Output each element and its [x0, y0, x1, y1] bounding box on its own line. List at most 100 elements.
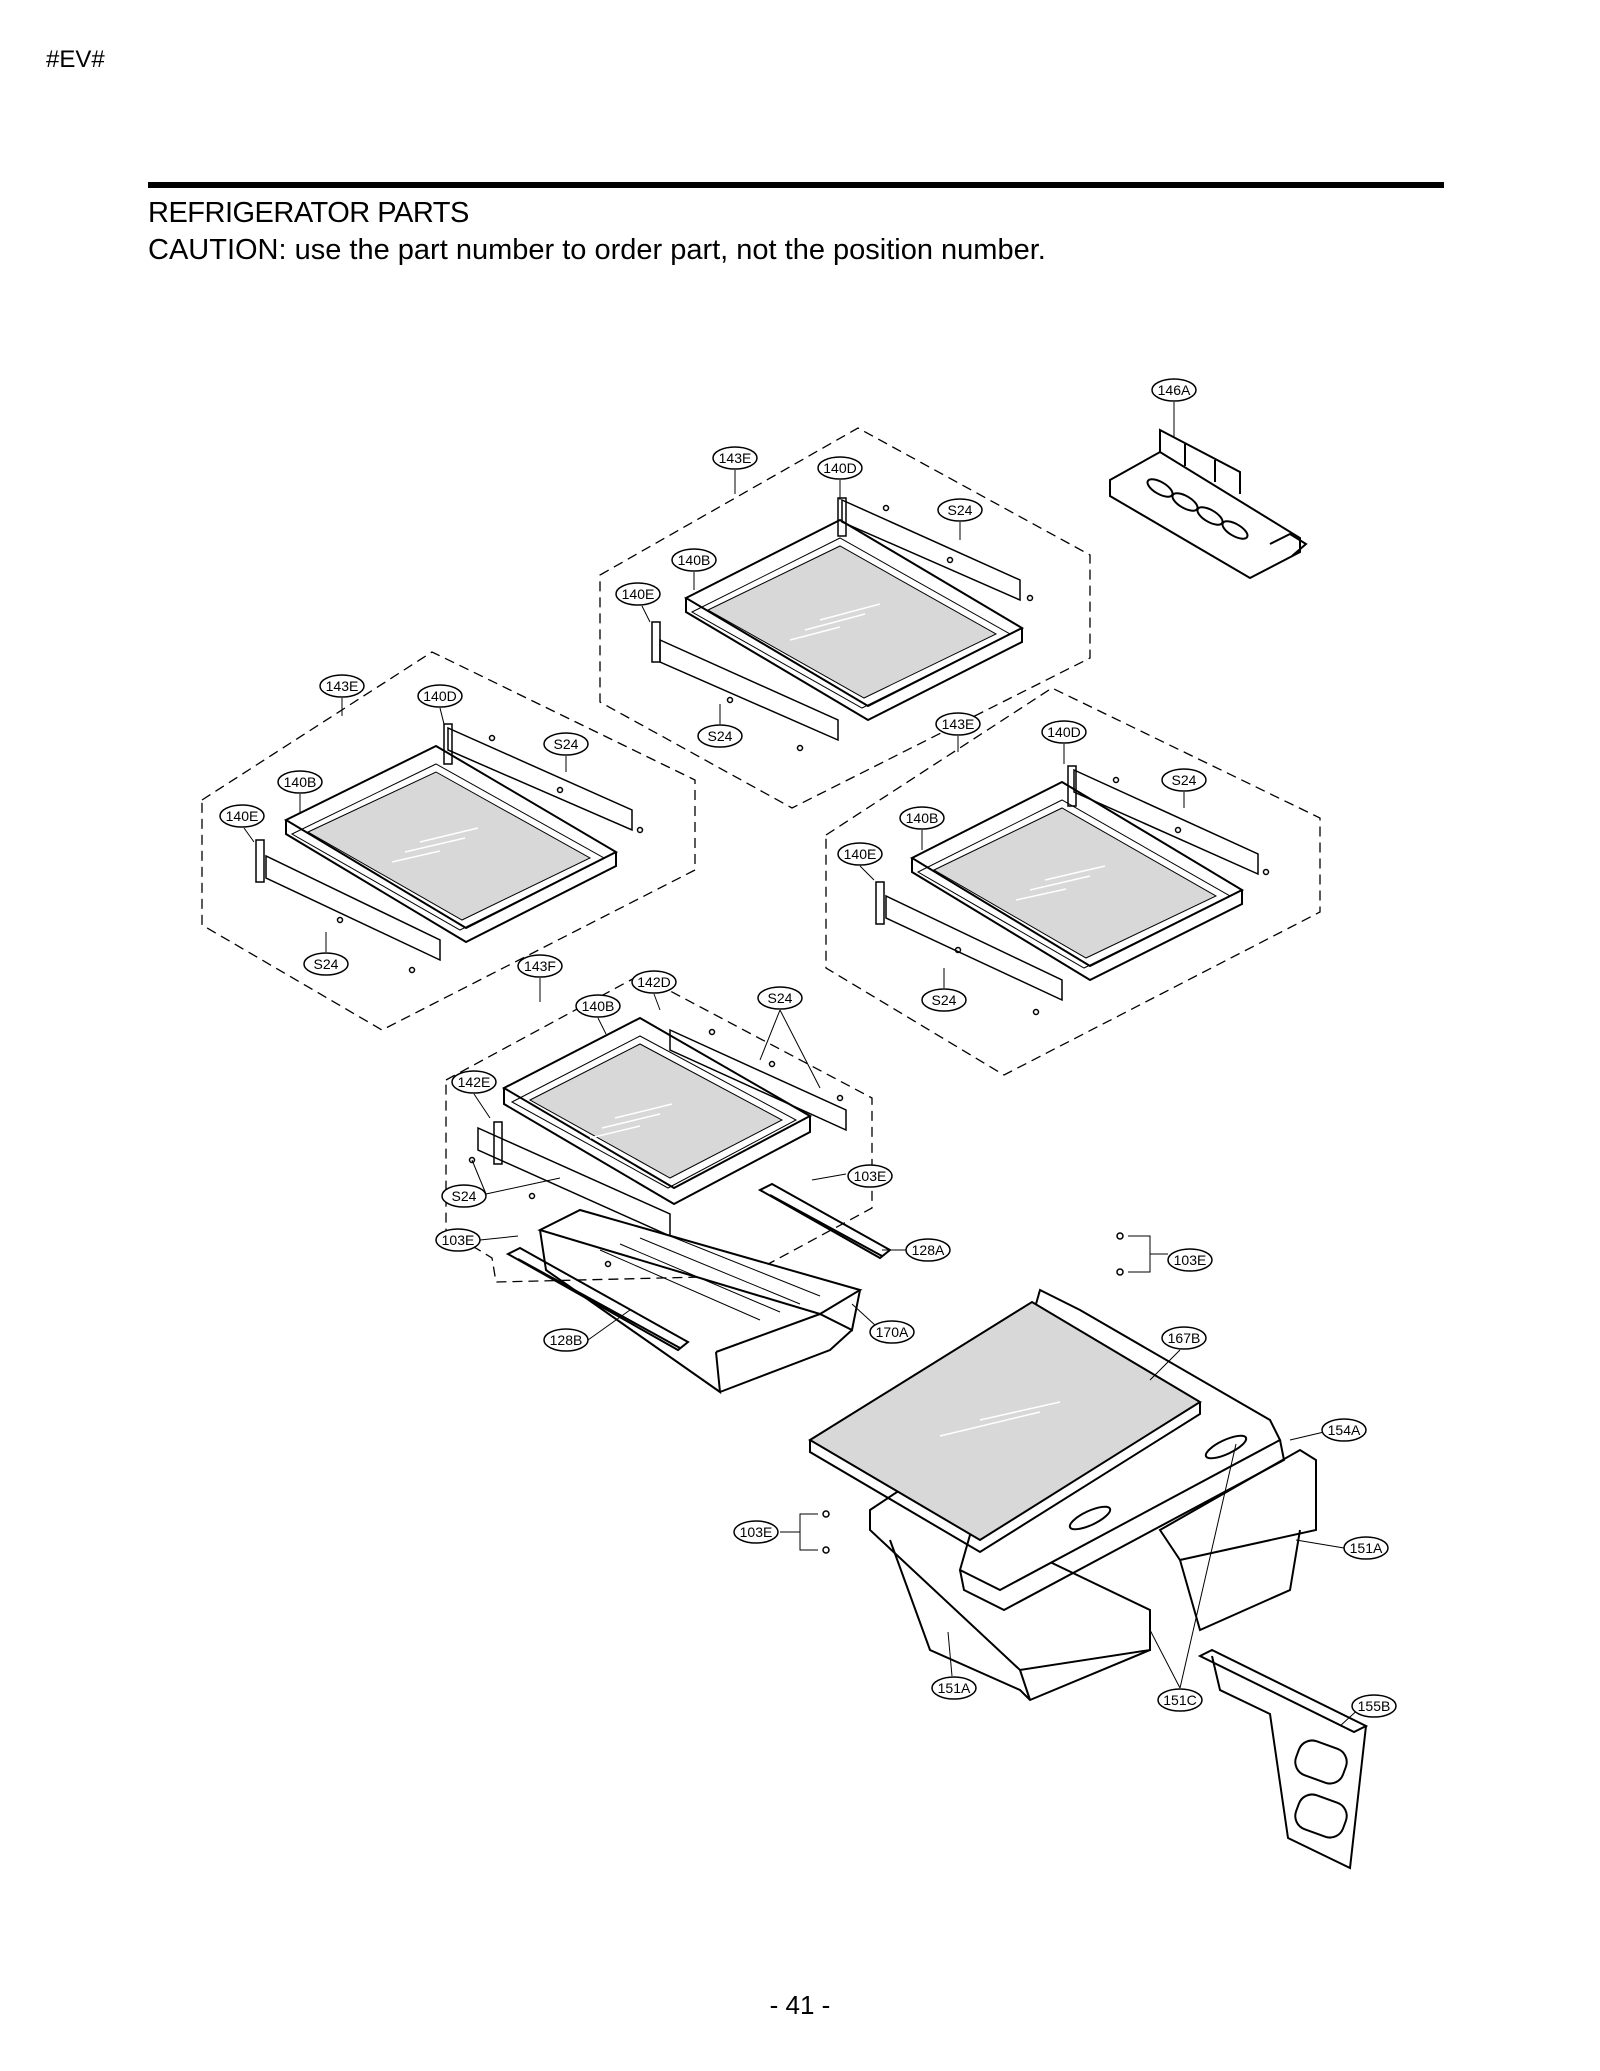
shelf-assembly-top: [599, 427, 1091, 809]
callout-155B: 155B: [1351, 1694, 1397, 1718]
drawer-assembly: [445, 974, 892, 1395]
bracket-left-top: [651, 621, 839, 752]
callout-140D-top: 140D: [817, 456, 863, 480]
callout-143E-top: 143E: [712, 446, 758, 470]
callout-label: 140D: [823, 460, 856, 476]
callout-140E-right: 140E: [837, 842, 883, 866]
callout-label: 140B: [906, 810, 939, 826]
caution-text: CAUTION: use the part number to order pa…: [148, 234, 1046, 266]
callout-140E-top: 140E: [615, 582, 661, 606]
callout-S24-drawer-right: S24: [757, 986, 803, 1010]
callout-label: 143E: [719, 450, 752, 466]
callout-154A: 154A: [1321, 1418, 1367, 1442]
callout-label: 128A: [912, 1242, 945, 1258]
callout-label: 143E: [942, 716, 975, 732]
callout-label: 140B: [284, 774, 317, 790]
callout-140D-right: 140D: [1041, 720, 1087, 744]
glass-shelf-top: [683, 518, 1025, 722]
callout-label: S24: [1172, 772, 1197, 788]
callout-103E-drawer-left: 103E: [435, 1228, 481, 1252]
callout-label: 142E: [458, 1074, 491, 1090]
shelf-assembly-right: [825, 687, 1321, 1076]
callout-128B: 128B: [543, 1328, 589, 1352]
divider-part: [1197, 1648, 1369, 1870]
callout-170A: 170A: [869, 1320, 915, 1344]
callout-label: 140E: [844, 846, 877, 862]
assembly-frame-right: [825, 687, 1321, 1076]
bracket-right-drawer: [669, 1028, 847, 1132]
glass-shelf-drawer: [501, 1016, 813, 1206]
callout-label: 140E: [226, 808, 259, 824]
callout-label: 103E: [442, 1232, 475, 1248]
callout-label: 140E: [622, 586, 655, 602]
callout-label: 103E: [1174, 1252, 1207, 1268]
callout-label: 103E: [854, 1168, 887, 1184]
callout-140B-right: 140B: [899, 806, 945, 830]
callout-S24-right-right: S24: [1161, 768, 1207, 792]
callout-label: S24: [452, 1188, 477, 1204]
callout-128A: 128A: [905, 1238, 951, 1262]
callout-label: 143F: [524, 958, 556, 974]
callout-143F: 143F: [517, 954, 563, 978]
page-title: REFRIGERATOR PARTS: [148, 197, 469, 229]
callout-label: S24: [932, 992, 957, 1008]
crisper-screws: [822, 1232, 1124, 1554]
callout-142D: 142D: [631, 970, 677, 994]
title-rule: [148, 182, 1444, 188]
bracket-left-left: [255, 839, 441, 974]
callout-S24-top-right: S24: [937, 498, 983, 522]
callout-S24-left-left: S24: [303, 952, 349, 976]
callout-label: 128B: [550, 1332, 583, 1348]
callout-146A: 146A: [1151, 378, 1197, 402]
callout-103E-crisper-top: 103E: [1167, 1248, 1213, 1272]
callout-140B-top: 140B: [671, 548, 717, 572]
callout-label: S24: [554, 736, 579, 752]
bracket-right-top: [837, 497, 1034, 602]
assembly-frame-left: [201, 651, 696, 1031]
callout-label: 151C: [1163, 1692, 1196, 1708]
callout-label: 170A: [876, 1324, 909, 1340]
bracket-left-right: [875, 881, 1063, 1016]
leader-lines: [243, 402, 1363, 1727]
callout-label: S24: [768, 990, 793, 1006]
callout-label: 140B: [582, 998, 615, 1014]
callout-S24-drawer-left: S24: [441, 1184, 487, 1208]
callout-label: 151A: [938, 1680, 971, 1696]
callout-label: 167B: [1168, 1330, 1201, 1346]
callout-151A-left: 151A: [931, 1676, 977, 1700]
callout-label: S24: [948, 502, 973, 518]
holder-part: [1109, 428, 1308, 580]
callout-151C: 151C: [1157, 1688, 1203, 1712]
bracket-right-right: [1067, 765, 1270, 876]
glass-shelf-right: [909, 780, 1245, 982]
callout-label: 103E: [740, 1524, 773, 1540]
callout-label: 151A: [1350, 1540, 1383, 1556]
callout-103E-drawer-right: 103E: [847, 1164, 893, 1188]
callout-label: 143E: [326, 678, 359, 694]
callout-140D-left: 140D: [417, 684, 463, 708]
bracket-right-left: [443, 723, 644, 834]
callout-label: S24: [314, 956, 339, 972]
callout-label: 146A: [1158, 382, 1191, 398]
callout-S24-right-left: S24: [921, 988, 967, 1012]
rail-left: [505, 1246, 690, 1352]
glass-shelf-left: [283, 744, 619, 944]
callout-142E: 142E: [451, 1070, 497, 1094]
header-code: #EV#: [46, 46, 105, 73]
page-number: - 41 -: [769, 1990, 831, 2020]
crisper-assembly: [808, 1232, 1369, 1870]
assembly-frame-top: [599, 427, 1091, 809]
callout-label: 140D: [423, 688, 456, 704]
callout-143E-left: 143E: [319, 674, 365, 698]
callout-S24-left-right: S24: [543, 732, 589, 756]
callout-140B-drawer: 140B: [575, 994, 621, 1018]
drawer-tray: [537, 1208, 863, 1395]
crisper-cover-glass: [808, 1300, 1202, 1554]
callout-140B-left: 140B: [277, 770, 323, 794]
callout-140E-left: 140E: [219, 804, 265, 828]
callout-label: 140D: [1047, 724, 1080, 740]
shelf-assembly-left: [201, 651, 696, 1031]
callout-151A-right: 151A: [1343, 1536, 1389, 1560]
callout-label: 155B: [1358, 1698, 1391, 1714]
